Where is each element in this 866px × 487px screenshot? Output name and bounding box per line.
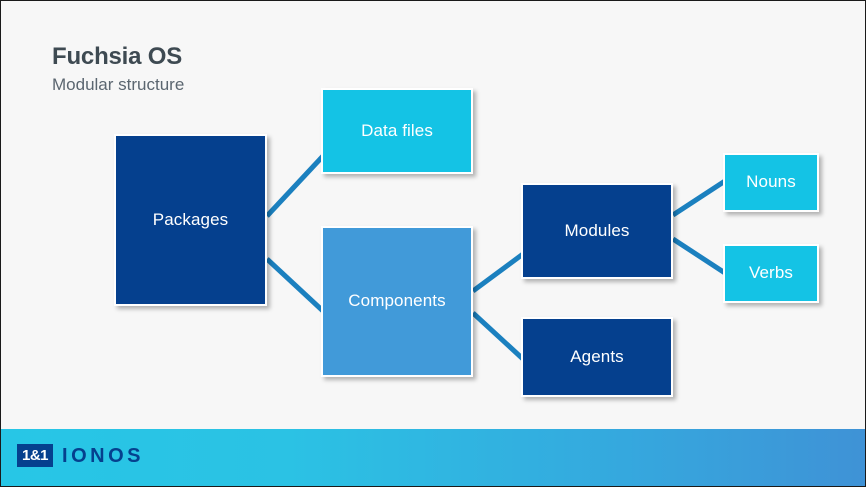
ionos-logo: 1&1 IONOS bbox=[17, 444, 144, 467]
node-label: Verbs bbox=[749, 263, 793, 283]
node-label: Nouns bbox=[746, 172, 796, 192]
node-label: Modules bbox=[564, 220, 630, 240]
page-subtitle: Modular structure bbox=[52, 74, 185, 94]
node-nouns[interactable]: Nouns bbox=[723, 153, 819, 212]
node-components[interactable]: Components bbox=[321, 226, 473, 377]
page-title: Fuchsia OS bbox=[52, 43, 183, 70]
edge-modules-nouns bbox=[671, 178, 727, 218]
node-modules[interactable]: Modules bbox=[521, 183, 673, 279]
node-agents[interactable]: Agents bbox=[521, 317, 673, 397]
node-data-files[interactable]: Data files bbox=[321, 88, 473, 174]
node-label: Agents bbox=[570, 346, 624, 366]
slide-heading: Fuchsia OS Modular structure bbox=[52, 43, 184, 96]
edge-components-agents bbox=[471, 311, 525, 361]
ionos-wordmark: IONOS bbox=[62, 444, 144, 467]
node-label: Data files bbox=[361, 120, 433, 140]
edge-modules-verbs bbox=[671, 236, 727, 276]
edge-packages-datafiles bbox=[265, 154, 325, 218]
node-label: Packages bbox=[152, 209, 229, 229]
node-packages[interactable]: Packages bbox=[114, 134, 267, 306]
footer-band: 1&1 IONOS bbox=[1, 429, 865, 486]
edge-packages-components bbox=[265, 257, 325, 313]
one-and-one-badge: 1&1 bbox=[17, 444, 54, 467]
edge-components-modules bbox=[471, 251, 525, 294]
node-label: Components bbox=[348, 291, 446, 311]
node-verbs[interactable]: Verbs bbox=[723, 244, 819, 303]
